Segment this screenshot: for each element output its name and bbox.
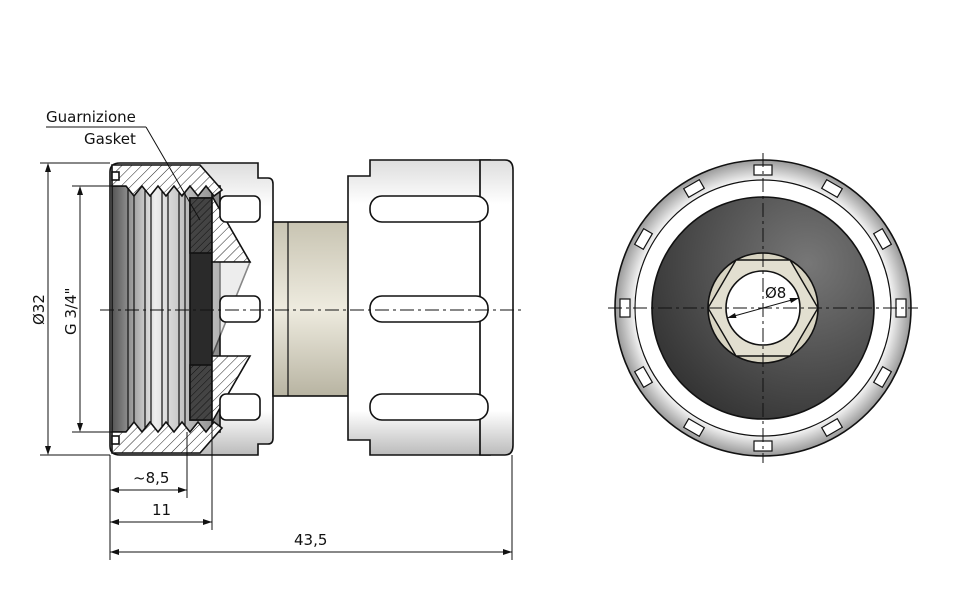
ring-slot	[633, 365, 654, 389]
side-section-view	[100, 159, 525, 456]
ring-slot	[872, 365, 893, 389]
outer-diameter-value: Ø32	[30, 294, 48, 325]
total-length-value: 43,5	[294, 531, 327, 549]
gasket-label-italian: Guarnizione	[46, 108, 136, 126]
gasket-label-english: Gasket	[84, 130, 136, 148]
ring-slot	[820, 417, 844, 438]
thread-value: G 3/4"	[62, 288, 80, 335]
ring-slot	[633, 227, 654, 251]
ring-slot	[682, 178, 706, 199]
dimension-lengths: ~8,5 11 43,5	[109, 420, 513, 560]
dimension-thread: G 3/4"	[62, 185, 112, 433]
thread-lines	[127, 186, 186, 432]
front-view: Ø8	[608, 153, 918, 463]
dimension-outer-diameter: Ø32	[30, 162, 110, 456]
ring-slot	[820, 178, 844, 199]
ring-slot	[872, 227, 893, 251]
gasket-depth-value: 11	[152, 501, 171, 519]
gasket-callout: Guarnizione Gasket	[46, 108, 201, 221]
ring-slot	[682, 417, 706, 438]
coupling-nut-slots	[369, 195, 489, 421]
bore-diameter-value: Ø8	[765, 284, 786, 302]
thread-depth-value: ~8,5	[133, 469, 169, 487]
